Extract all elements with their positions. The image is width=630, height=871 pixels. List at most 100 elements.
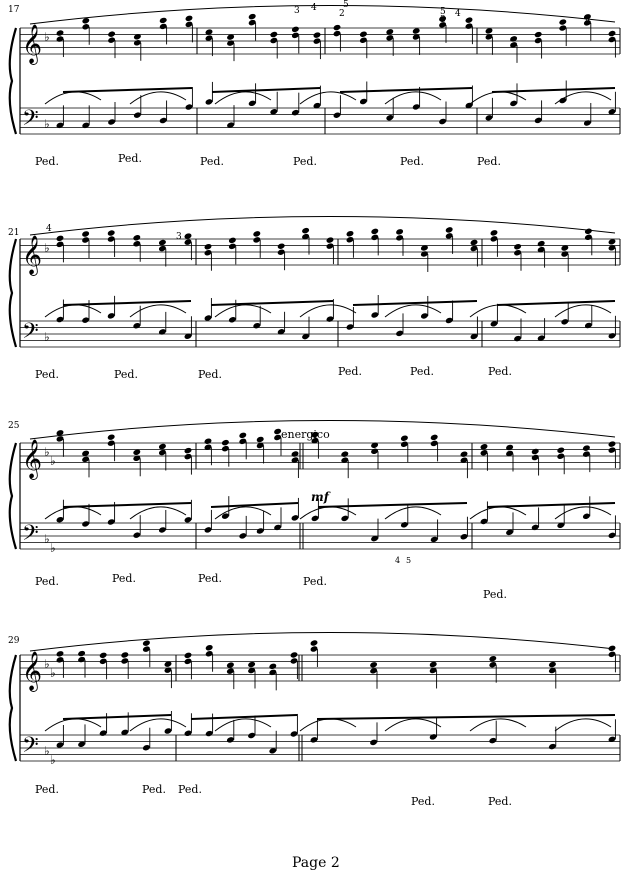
notehead xyxy=(226,737,234,743)
beam xyxy=(316,714,616,720)
beam xyxy=(190,714,298,720)
clefs: 𝄞𝄢♭♭𝄞𝄢♭♭𝄞𝄢♭♭♭♭𝄞𝄢♭♭♭♭ xyxy=(22,24,56,767)
slur xyxy=(384,91,442,105)
notehead xyxy=(470,333,478,340)
pedal-mark: Ped. xyxy=(112,572,136,585)
notehead xyxy=(82,237,90,243)
notehead xyxy=(465,102,473,109)
key-flat: ♭ xyxy=(44,330,50,344)
pedal-mark: Ped. xyxy=(178,783,202,796)
notehead xyxy=(310,646,318,652)
notehead xyxy=(412,104,420,110)
notehead xyxy=(107,440,115,446)
notehead xyxy=(184,333,192,339)
notehead xyxy=(359,37,367,43)
notehead xyxy=(584,234,592,241)
expression-energico: energico xyxy=(281,428,330,441)
notehead xyxy=(158,527,166,533)
slur xyxy=(129,304,187,318)
pedal-mark: Ped. xyxy=(114,368,138,381)
notehead xyxy=(133,532,141,538)
fingering: 5 xyxy=(406,556,412,565)
notehead xyxy=(302,333,310,340)
notehead xyxy=(121,652,129,658)
fingering: 5 xyxy=(440,7,446,17)
notehead xyxy=(291,515,299,521)
phrase-slur xyxy=(29,631,616,652)
notehead xyxy=(400,435,408,441)
beam xyxy=(339,87,473,93)
fingering: 3 xyxy=(440,15,446,25)
notehead xyxy=(205,644,213,651)
slur xyxy=(384,718,442,732)
pedal-mark: Ped. xyxy=(483,588,507,601)
notehead xyxy=(185,104,193,110)
notehead xyxy=(514,249,522,256)
notehead xyxy=(248,13,256,20)
notehead xyxy=(326,243,334,249)
notehead xyxy=(56,241,64,248)
notehead xyxy=(371,442,379,449)
notehead xyxy=(158,443,166,450)
measure-number-21: 21 xyxy=(8,228,20,238)
beam xyxy=(62,714,172,720)
notehead xyxy=(185,21,193,28)
notehead xyxy=(107,313,115,319)
notehead xyxy=(256,442,264,449)
notehead xyxy=(608,532,616,539)
notehead xyxy=(121,729,129,736)
fingering: 4 xyxy=(311,3,317,13)
notehead xyxy=(290,731,298,737)
notehead xyxy=(531,454,539,461)
notehead xyxy=(302,233,310,240)
key-flat: ♭ xyxy=(44,445,50,459)
notehead xyxy=(430,434,438,441)
notehead xyxy=(485,28,493,34)
notehead xyxy=(561,251,569,257)
notehead xyxy=(531,524,539,531)
notehead xyxy=(274,428,282,435)
notehead xyxy=(583,20,591,26)
brace xyxy=(8,238,18,348)
key-flat: ♭ xyxy=(44,532,50,546)
notehead xyxy=(333,112,341,118)
notehead xyxy=(490,236,498,242)
notehead xyxy=(371,228,379,235)
pedal-mark: Ped. xyxy=(488,365,512,378)
notehead xyxy=(359,31,367,37)
notehead xyxy=(204,243,212,250)
notehead xyxy=(429,734,437,740)
notehead xyxy=(256,528,264,534)
pedal-mark: Ped. xyxy=(35,575,59,588)
bass-clef: 𝄢 xyxy=(22,319,39,349)
notehead xyxy=(56,235,64,242)
notehead xyxy=(274,434,282,441)
notehead xyxy=(78,741,86,748)
notehead xyxy=(371,234,379,241)
notehead xyxy=(341,451,349,457)
beam xyxy=(352,300,478,306)
bass-clef: 𝄢 xyxy=(22,521,39,551)
notehead xyxy=(239,432,247,439)
notehead xyxy=(608,441,616,447)
notehead xyxy=(548,661,556,668)
fingering: 4 xyxy=(46,224,52,234)
notehead xyxy=(78,650,86,657)
notehead xyxy=(253,237,261,243)
notehead xyxy=(204,315,212,321)
key-flat: ♭ xyxy=(50,666,56,680)
brace xyxy=(8,654,18,762)
notehead xyxy=(371,312,379,318)
pedal-mark: Ped. xyxy=(35,783,59,796)
brace xyxy=(8,27,18,135)
notehead xyxy=(514,335,522,342)
notehead xyxy=(226,668,234,674)
treble-clef: 𝄞 xyxy=(22,24,42,65)
notehead xyxy=(184,453,192,460)
notehead xyxy=(445,233,453,239)
notehead xyxy=(56,651,64,657)
dynamic-mf: mf xyxy=(311,490,329,504)
pedal-mark: Ped. xyxy=(477,155,501,168)
notehead xyxy=(608,333,616,339)
notehead xyxy=(548,743,556,750)
